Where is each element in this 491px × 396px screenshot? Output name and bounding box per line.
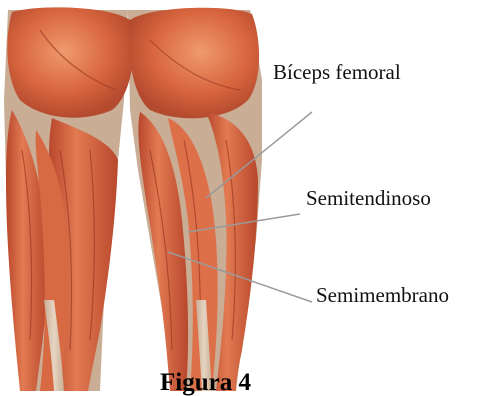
figure-caption: Figura 4 [160, 370, 251, 395]
label-biceps-femoral: Bíceps femoral [273, 62, 401, 83]
label-semitendinoso: Semitendinoso [306, 188, 431, 209]
right-gluteus [129, 8, 259, 119]
label-semimembrano: Semimembrano [316, 285, 449, 306]
